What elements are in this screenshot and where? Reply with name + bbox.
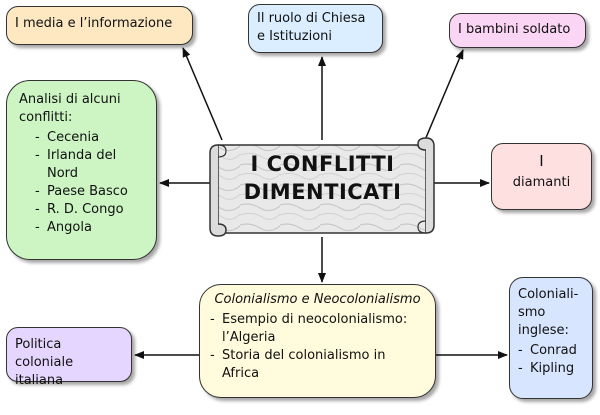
node-chiesa: Il ruolo di Chiesa e Istituzioni [248, 4, 383, 53]
node-inglese-list: Conrad Kipling [518, 342, 584, 378]
node-inglese-line3: inglese: [518, 323, 569, 338]
node-diamanti-line2: diamanti [512, 175, 571, 190]
node-bambini: I bambini soldato [449, 13, 586, 48]
node-politica: Politica coloniale italiana [6, 327, 132, 388]
node-politica-line1: Politica coloniale [15, 337, 74, 370]
node-bambini-label: I bambini soldato [458, 22, 571, 37]
node-diamanti-line1: I [539, 152, 544, 170]
list-item: Esempio di neocolonialismo: [210, 311, 425, 329]
node-media: I media e l’informazione [6, 6, 193, 45]
list-item-continuation: Africa [222, 366, 260, 381]
list-item: Cecenia [27, 129, 148, 147]
list-item: Conrad [518, 342, 584, 360]
list-item-continuation: Nord [47, 166, 79, 181]
node-media-label: I media e l’informazione [15, 16, 173, 31]
list-item: R. D. Congo [27, 201, 148, 219]
list-item-continuation: l’Algeria [222, 330, 276, 345]
node-politica-line2: italiana [15, 373, 64, 388]
node-analisi: Analisi di alcuni conflitti: Cecenia Irl… [6, 80, 157, 260]
node-colonialismo: Colonialismo e Neocolonialismo Esempio d… [199, 284, 436, 398]
node-analisi-heading1: Analisi di alcuni [19, 92, 121, 107]
node-chiesa-line1: Il ruolo di Chiesa [257, 11, 366, 26]
node-analisi-list: Cecenia Irlanda del Nord Paese Basco R. … [19, 129, 148, 237]
list-item: Paese Basco [27, 183, 148, 201]
central-title-line1: I CONFLITTI [250, 152, 395, 176]
node-inglese: Coloniali- smo inglese: Conrad Kipling [509, 277, 593, 399]
arrow-to-media [182, 47, 223, 141]
central-scroll [209, 137, 435, 237]
list-item: Angola [27, 219, 148, 237]
node-inglese-line1: Coloniali- [518, 287, 579, 302]
central-title-line2: DIMENTICATI [243, 180, 402, 204]
central-title: I CONFLITTI DIMENTICATI [235, 150, 410, 206]
node-analisi-heading2: conflitti: [19, 110, 73, 125]
list-item: Kipling [518, 360, 584, 378]
node-diamanti: I diamanti [491, 143, 592, 210]
node-chiesa-line2: e Istituzioni [257, 29, 333, 44]
node-colonialismo-list: Esempio di neocolonialismo: l’Algeria St… [210, 311, 425, 383]
node-colonialismo-title: Colonialismo e Neocolonialismo [214, 292, 421, 307]
node-inglese-line2: smo [518, 305, 546, 320]
list-item: Storia del colonialismo in [210, 347, 425, 365]
arrow-to-bambini [424, 49, 464, 141]
list-item: Irlanda del [27, 147, 148, 165]
